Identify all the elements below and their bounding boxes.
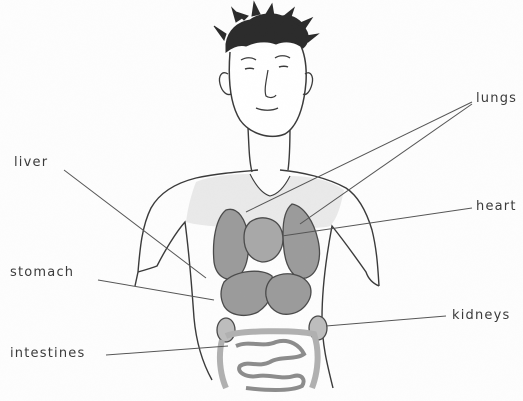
label-intestines: intestines <box>10 347 85 360</box>
label-kidneys: kidneys <box>452 309 511 322</box>
label-heart: heart <box>476 200 517 213</box>
label-lungs: lungs <box>476 92 517 105</box>
label-liver: liver <box>14 156 48 169</box>
label-stomach: stomach <box>10 266 74 279</box>
